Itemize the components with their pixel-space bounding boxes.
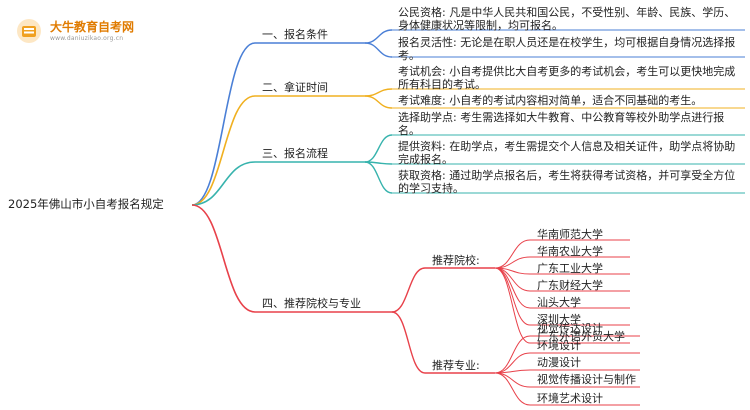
branch-label-conditions: 一、报名条件 <box>262 28 328 41</box>
leaf-connector <box>364 88 393 97</box>
school-connector <box>494 267 531 344</box>
branch-label-process: 三、报名流程 <box>262 147 328 160</box>
leaf-time-difficulty: 考试难度: 小自考的考试内容相对简单，适合不同基础的考生。 <box>398 94 703 107</box>
branch-label-recommendations: 四、推荐院校与专业 <box>262 297 361 310</box>
leaf-connector <box>364 134 393 163</box>
school-connector <box>494 256 531 269</box>
school-connector <box>494 267 531 326</box>
site-logo: 大牛教育自考网 www.daniuzikao.org.cn <box>16 16 146 46</box>
group-label-schools: 推荐院校: <box>432 254 480 267</box>
leaf-process-qualification: 获取资格: 通过助学点报名后，考生将获得考试资格，并可享受全方位的学习支持。 <box>398 169 736 195</box>
connector-recommendations-curve <box>191 204 256 313</box>
group-connector <box>391 311 426 374</box>
connector-certificate-time-curve <box>191 95 256 206</box>
logo-title: 大牛教育自考网 <box>50 20 135 34</box>
leaf-connector <box>364 29 393 44</box>
major-item: 视觉传播设计与制作 <box>537 373 636 386</box>
leaf-process-documents: 提供资料: 在助学点，考生需提交个人信息及相关证件，助学点将协助完成报名。 <box>398 140 736 166</box>
school-item: 广东工业大学 <box>537 262 603 275</box>
major-item: 环境设计 <box>537 339 581 352</box>
school-item: 广东财经大学 <box>537 279 603 292</box>
group-label-majors: 推荐专业: <box>432 359 480 372</box>
major-item: 环境艺术设计 <box>537 392 603 405</box>
leaf-time-opportunities: 考试机会: 小自考提供比大自考更多的考试机会，考生可以更快地完成所有科目的考试。 <box>398 65 736 91</box>
school-item: 华南农业大学 <box>537 245 603 258</box>
school-item: 深圳大学 <box>537 313 581 326</box>
major-connector <box>494 335 531 374</box>
root-topic: 2025年佛山市小自考报名规定 <box>8 197 164 211</box>
major-connector <box>494 372 531 388</box>
leaf-connector <box>364 95 393 109</box>
connector-process-curve <box>191 161 256 206</box>
school-item: 华南师范大学 <box>537 228 603 241</box>
leaf-process-select-point: 选择助学点: 考生需选择如大牛教育、中公教育等校外助学点进行报名。 <box>398 111 725 137</box>
leaf-conditions-flexibility: 报名灵活性: 无论是在职人员还是在校学生，均可根据自身情况选择报考。 <box>398 36 736 62</box>
leaf-conditions-citizen: 公民资格: 凡是中华人民共和国公民，不受性别、年龄、民族、学历、身体健康状况等限… <box>398 6 736 32</box>
logo-url: www.daniuzikao.org.cn <box>50 35 124 42</box>
book-icon <box>17 19 41 43</box>
connector-conditions-curve <box>191 42 256 206</box>
leaf-connector <box>364 42 393 58</box>
school-item: 汕头大学 <box>537 296 581 309</box>
school-connector <box>494 239 531 269</box>
group-connector <box>391 267 426 313</box>
leaf-connector <box>364 161 393 194</box>
school-item: 广东外语外贸大学 <box>537 330 625 343</box>
major-connector <box>494 372 531 406</box>
branch-label-certificate-time: 二、拿证时间 <box>262 81 328 94</box>
major-item: 动漫设计 <box>537 356 581 369</box>
major-item: 视觉传达设计 <box>537 322 603 335</box>
